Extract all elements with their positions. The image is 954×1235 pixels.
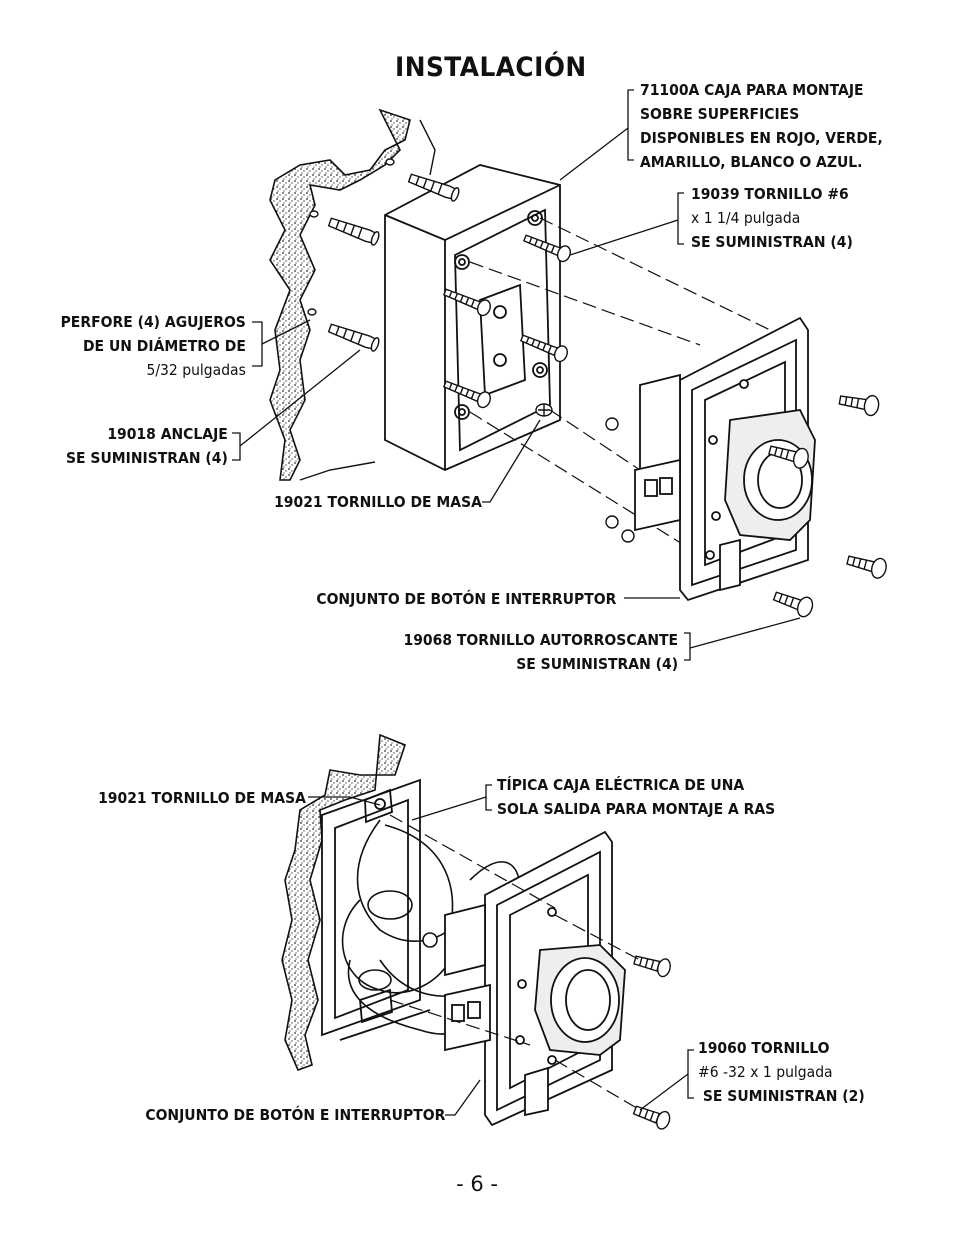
box-71100a-label: 71100A CAJA PARA MONTAJE SOBRE SUPERFICI… <box>640 81 883 171</box>
leader-lines-top <box>232 89 801 661</box>
top-wall-section <box>269 108 436 481</box>
screw-19039-label: 19039 TORNILLO #6 x 1 1/4 pulgada SE SUM… <box>691 185 853 251</box>
ground-screw-label-top: 19021 TORNILLO DE MASA <box>274 493 482 511</box>
screw-19068-label: 19068 TORNILLO AUTORROSCANTE SE SUMINIST… <box>403 631 678 673</box>
dashed-guides-top <box>469 217 771 556</box>
page-number: - 6 - <box>456 1172 498 1196</box>
flush-electrical-box <box>321 778 431 1041</box>
dashed-guides-bottom <box>389 814 641 1111</box>
ground-screw-label-bottom: 19021 TORNILLO DE MASA <box>98 789 306 807</box>
drill-holes-label: PERFORE (4) AGUJEROS DE UN DIÁMETRO DE 5… <box>60 313 246 379</box>
surface-mount-box <box>384 164 561 471</box>
button-assembly-label-bottom: CONJUNTO DE BOTÓN E INTERRUPTOR <box>144 1106 445 1124</box>
button-assembly-label-top: CONJUNTO DE BOTÓN E INTERRUPTOR <box>315 590 616 608</box>
anchor-19018-label: 19018 ANCLAJE SE SUMINISTRAN (4) <box>66 425 228 467</box>
self-tapping-screws <box>605 394 887 618</box>
box-screws <box>442 234 571 417</box>
page-title: INSTALACIÓN <box>395 52 587 83</box>
mounting-screws-bottom <box>632 955 671 1130</box>
button-switch-assembly-top <box>634 316 816 602</box>
leader-lines-bottom <box>308 784 694 1116</box>
screw-19060-label: 19060 TORNILLO #6 -32 x 1 pulgada SE SUM… <box>698 1039 865 1105</box>
flush-box-label: TÍPICA CAJA ELÉCTRICA DE UNA SOLA SALIDA… <box>497 776 776 818</box>
anchors <box>307 158 460 352</box>
button-switch-assembly-bottom <box>444 830 626 1127</box>
